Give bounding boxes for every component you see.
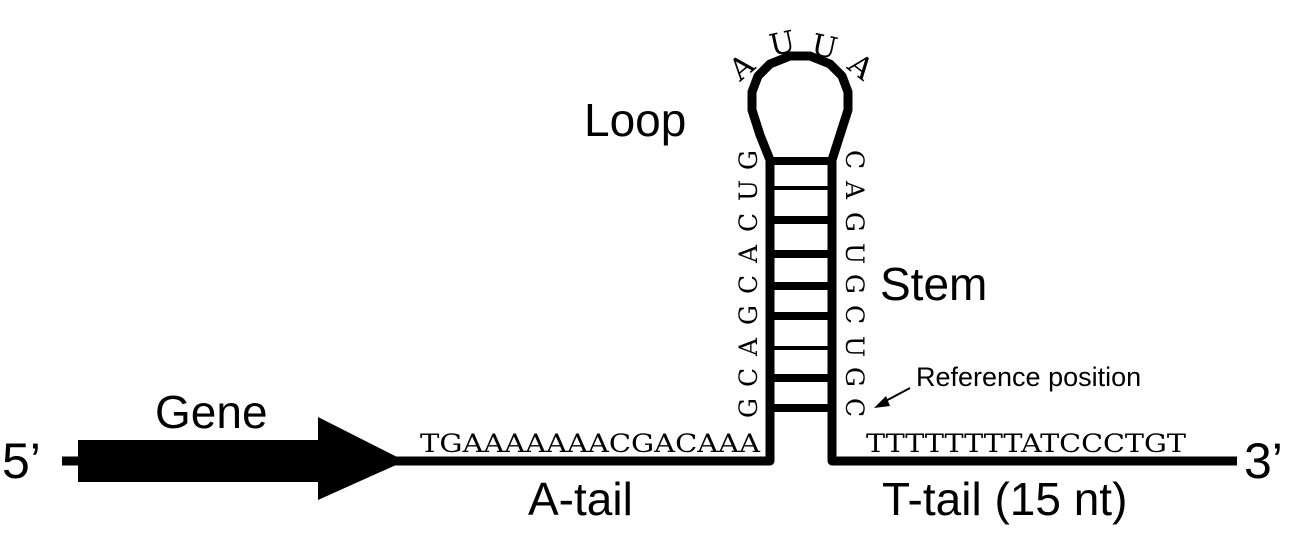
t-tail-sequence: TTTTTTTTATCCCTGT: [866, 429, 1186, 458]
left-strand: [400, 51, 1237, 466]
stem-left-nt: C: [734, 213, 763, 232]
stem-label: Stem: [880, 258, 987, 310]
loop-label: Loop: [584, 94, 686, 146]
stem-right-nt: C: [840, 305, 869, 324]
a-tail-label: A-tail: [528, 473, 633, 525]
stem-right-nt: A: [840, 180, 869, 200]
stem-left-nt: C: [734, 368, 763, 387]
stem-right-nt: G: [840, 274, 869, 294]
reference-position-label: Reference position: [916, 362, 1141, 392]
stem-left-nt: G: [734, 398, 763, 418]
stem-right-nt: U: [840, 336, 869, 357]
stem-right-nt: U: [840, 243, 869, 264]
stem-left-nt: A: [734, 244, 763, 264]
stem-right-nt: C: [840, 150, 869, 169]
gene-arrow-body: [78, 440, 330, 482]
a-tail-sequence: TGAAAAAAACGACAAA: [420, 429, 761, 458]
reference-arrow-head: [874, 396, 890, 408]
stem-right-nt: C: [840, 398, 869, 417]
t-tail-label: T-tail (15 nt): [882, 473, 1127, 525]
five-prime-label: 5’: [2, 433, 41, 489]
stem-left-nt: G: [734, 150, 763, 170]
stem-left-nt: U: [734, 180, 763, 201]
gene-label: Gene: [155, 386, 268, 438]
stem-left-nt: G: [734, 305, 763, 325]
three-prime-label: 3’: [1244, 433, 1283, 489]
stem-left-nt: A: [734, 337, 763, 357]
stem-left-nt: C: [734, 275, 763, 294]
stem-right-nt: G: [840, 212, 869, 232]
stem-right-nt: G: [840, 367, 869, 387]
loop-nt: U: [808, 28, 840, 67]
gene-arrow-head: [318, 417, 405, 500]
stem-left-nucleotides: G C A G C A C U G: [734, 150, 763, 418]
loop-nt: U: [766, 24, 798, 63]
stem-right-nucleotides: C A G U G C U G C: [840, 150, 869, 417]
stem-base-pairs: [770, 157, 832, 412]
